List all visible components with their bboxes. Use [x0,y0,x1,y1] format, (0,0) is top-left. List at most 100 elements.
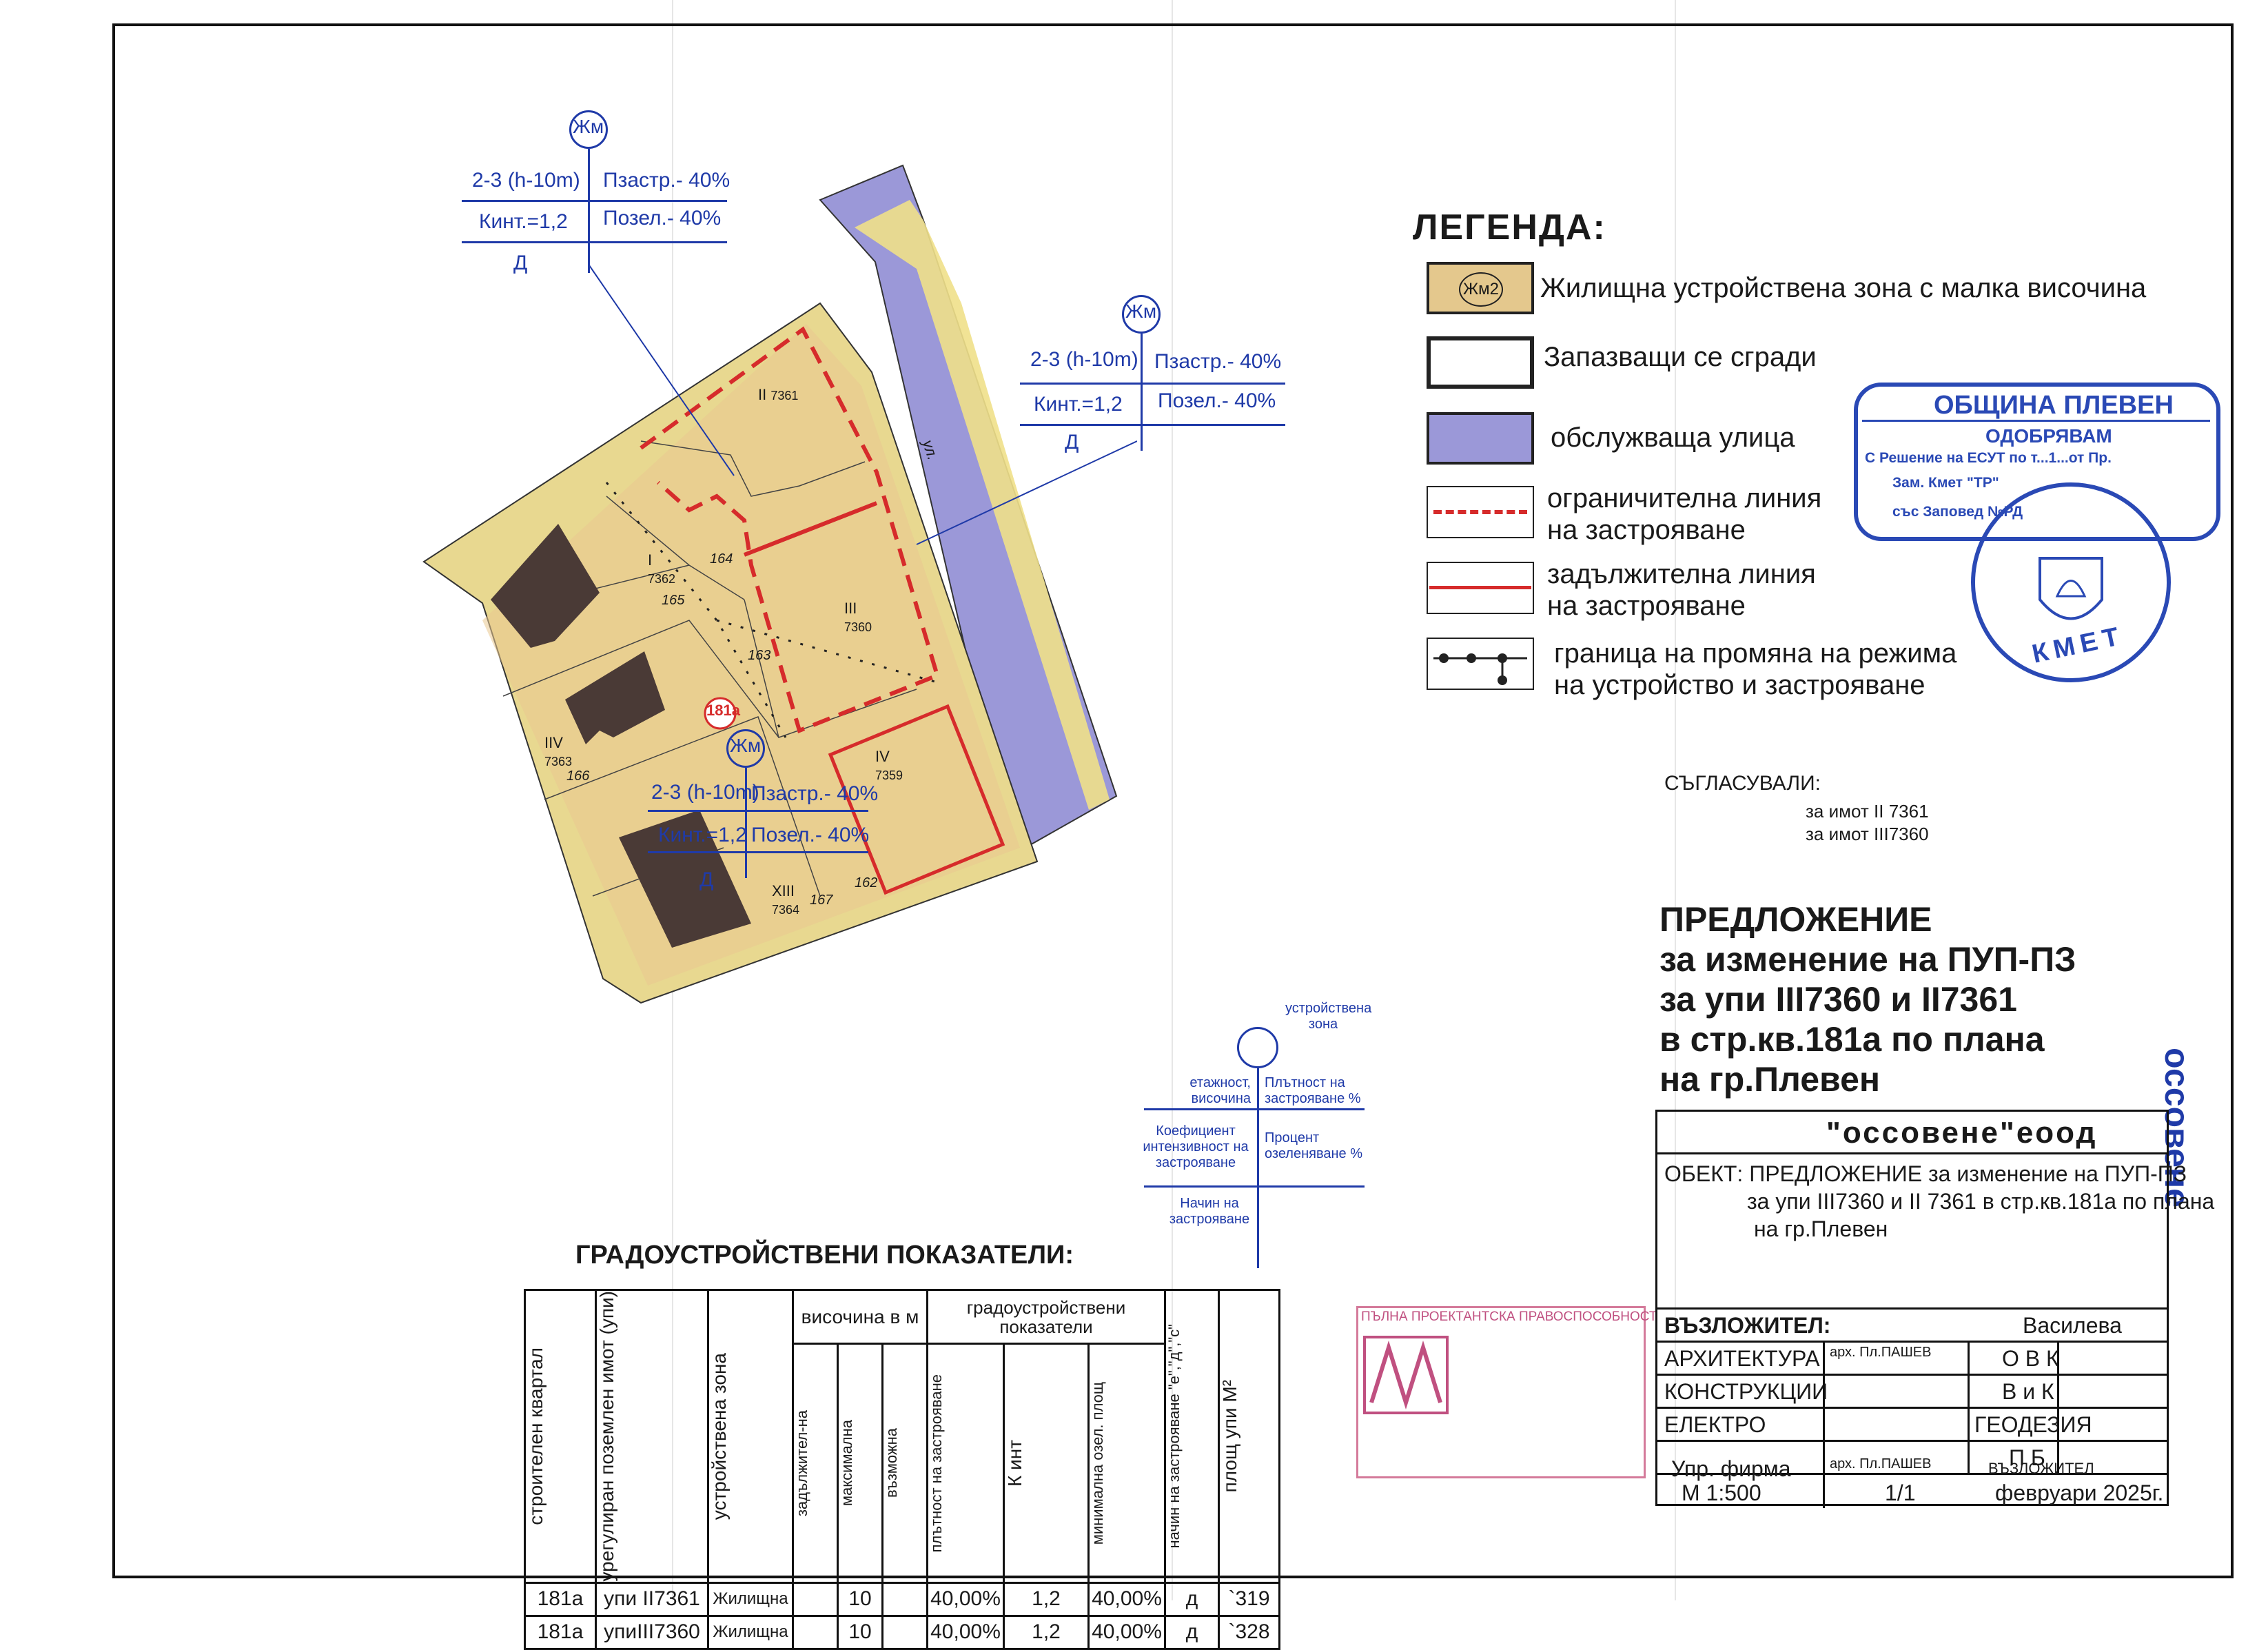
legend-title: ЛЕГЕНДА: [1413,207,1606,247]
point-label: 163 [748,648,771,663]
client-name: Василева [2023,1313,2122,1338]
existing-building [565,651,665,744]
object-line: за упи III7360 и II 7361 в стр.кв.181а п… [1747,1189,2215,1214]
key-mode: Начин на застрояване [1169,1196,1250,1227]
license-stamp-text: ПЪЛНА ПРОЕКТАНТСКА ПРАВОСПОСОБНОСТ [1361,1310,1657,1324]
key-floors: етажност, височина [1189,1075,1251,1106]
street-sidewalk [855,200,1110,810]
legend-label: обслужваща улица [1551,422,1795,453]
license-stamp [1356,1306,1646,1478]
geo-label: ГЕОДЕЗИЯ [1974,1412,2092,1437]
approval-stamp: ОБЩИНА ПЛЕВЕН ОДОБРЯВАМ С Решение на ЕСУ… [1854,383,2220,541]
firm-label: Упр. фирма [1671,1456,1791,1481]
vik-label: В и К [2002,1379,2054,1404]
key-top: устройствена зона [1285,1001,1372,1032]
zone-green: Позел.- 40% [751,824,870,846]
proposal-title: ПРЕДЛОЖЕНИЕ за изменение на ПУП-ПЗ за уп… [1659,900,2076,1099]
zone-circle [1122,295,1161,334]
obligatory-building-line [743,501,878,557]
legend-swatch-restricting [1427,486,1534,538]
zone-height: 2-3 (h-10m) [651,781,759,804]
legend-swatch-buildings [1427,336,1534,389]
zone-kint: Кинт.=1,2 [658,824,747,846]
legend-label: Жилищна устройствена зона с малка височи… [1540,273,2147,303]
zone-circle [726,729,765,768]
legend-zone-symbol: Жм2 [1459,272,1503,307]
firm-name: "оссовене"еоод [1826,1116,2098,1150]
legend-swatch-boundary [1427,638,1534,690]
zone-height: 2-3 (h-10m) [472,169,580,192]
zone-density: Пзастр.- 40% [1154,350,1282,373]
plot-iv-building-line [828,704,1005,895]
zone-height: 2-3 (h-10m) [1030,348,1138,371]
point-label: 164 [710,551,733,567]
legend-swatch-street [1427,412,1534,465]
existing-building [619,810,751,948]
side-firm-logo: оссовене [2158,1048,2196,1208]
regime-change-boundary [716,619,938,684]
license-logo-icon [1363,1336,1449,1414]
approval-item: за имот II 7361 [1806,801,1929,822]
table-row: 181а упиIII7360 Жилищна 10 40,00% 1,2 40… [524,1614,1280,1650]
constr-label: КОНСТРУКЦИИ [1664,1379,1828,1404]
table-heading: ГРАДОУСТРОЙСТВЕНИ ПОКАЗАТЕЛИ: [575,1241,1074,1270]
firm-architect: арх. Пл.ПАШЕВ [1830,1456,1932,1471]
zone-code: Жм [573,116,604,137]
service-street [819,164,1118,856]
boundary-symbol [1433,653,1527,685]
key-greening: Процент озеленяване % [1265,1130,1363,1161]
block-number: 181а [706,702,740,719]
restricting-building-line [640,326,940,734]
plot-label-ii: II 7361 [758,386,799,403]
key-intensity: Коефициент интензивност на застрояване [1143,1123,1249,1170]
zone-tint [482,324,1020,986]
zone-mode: Д [699,868,714,891]
approvals-heading: СЪГЛАСУВАЛИ: [1664,772,1821,795]
object-line: ОБЕКТ: ПРЕДЛОЖЕНИЕ за изменение на ПУП-П… [1664,1161,2187,1186]
pb-label: П Б [2009,1445,2045,1470]
zone-green: Позел.- 40% [1158,389,1276,412]
existing-building [491,524,600,648]
arch-label: АРХИТЕКТУРА [1664,1346,1820,1371]
point-label: 166 [566,768,590,784]
client-sign-label: ВЪЗЛОЖИТЕЛ [1988,1460,2094,1477]
zone-code: Жм [730,735,762,756]
legend-label: Запазващи се сгради [1544,342,1817,372]
title-block: "оссовене"еоод ОБЕКТ: ПРЕДЛОЖЕНИЕ за изм… [1655,1110,2214,1508]
zone-density: Пзастр.- 40% [603,169,731,192]
zone-green: Позел.- 40% [603,207,722,230]
site-plan-map [422,164,1137,1004]
sheet-number: 1/1 [1885,1480,1916,1505]
zone-mode: Д [513,252,528,274]
point-label: 167 [810,893,833,908]
zone-code: Жм [1125,301,1157,322]
scale: М 1:500 [1682,1480,1761,1505]
point-label: 162 [855,875,878,890]
approval-item: за имот III7360 [1806,824,1929,844]
arch-name: арх. Пл.ПАШЕВ [1830,1345,1932,1360]
zone-kint: Кинт.=1,2 [479,210,568,233]
mayor-round-stamp [1971,482,2171,682]
object-line: на гр.Плевен [1754,1216,1888,1241]
zone-density: Пзастр.- 40% [751,782,879,805]
zone-kint: Кинт.=1,2 [1034,393,1123,416]
key-density: Плътност на застрояване % [1265,1075,1361,1106]
client-label: ВЪЗЛОЖИТЕЛ: [1664,1313,1831,1338]
table-row: 181а упи II7361 Жилищна 10 40,00% 1,2 40… [524,1581,1280,1617]
point-label: 165 [662,593,685,608]
urban-indicators-table: строителен квартал урегулиран поземлен и… [524,1288,1280,1650]
legend-swatch-obligatory [1427,562,1534,614]
ovk-label: О В К [2002,1346,2059,1371]
date: февруари 2025г. [1995,1480,2164,1505]
key-zone-circle [1237,1027,1278,1068]
electro-label: ЕЛЕКТРО [1664,1412,1766,1437]
zone-circle [569,110,608,149]
